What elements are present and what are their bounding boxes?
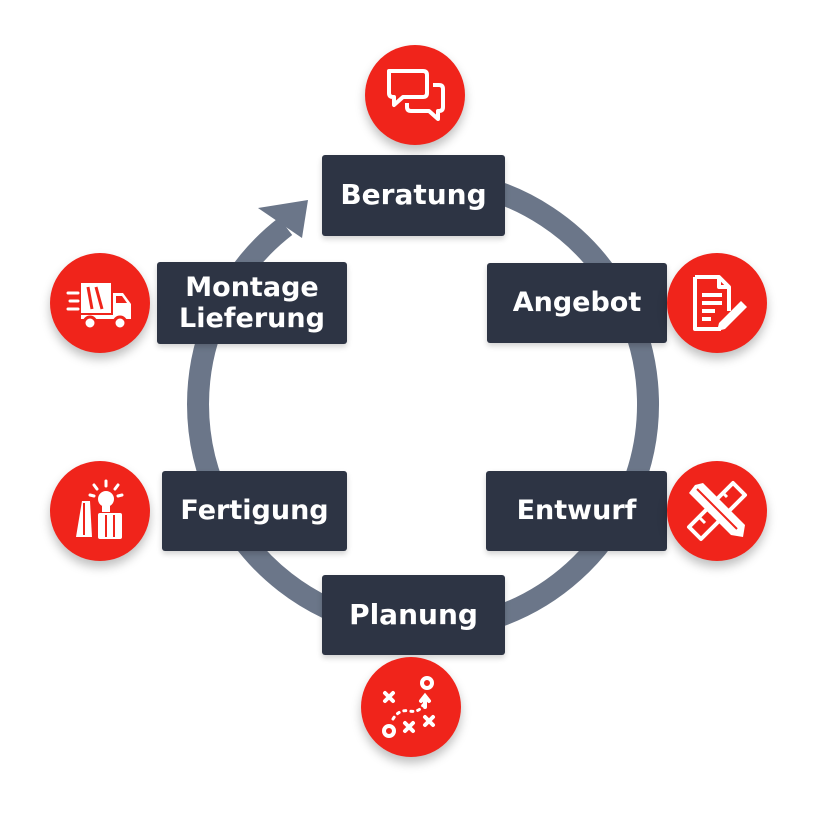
step-fertigung: Fertigung — [162, 471, 347, 551]
step-label-line2: Lieferung — [179, 303, 325, 334]
step-angebot: Angebot — [487, 263, 667, 343]
badge-planung — [361, 657, 461, 757]
step-label-line1: Montage — [185, 271, 319, 303]
step-label: Angebot — [512, 287, 642, 319]
badge-montage-lieferung — [50, 253, 150, 353]
step-entwurf: Entwurf — [486, 471, 667, 551]
badge-angebot — [667, 253, 767, 353]
badge-fertigung — [50, 461, 150, 561]
ruler-pencil-icon — [687, 481, 747, 541]
step-label: Entwurf — [516, 495, 637, 527]
step-beratung: Beratung — [322, 155, 505, 236]
delivery-truck-icon — [66, 283, 131, 331]
step-montage-lieferung: Montage Lieferung — [157, 262, 347, 344]
tools-idea-icon — [76, 479, 124, 539]
step-label: Beratung — [340, 178, 487, 212]
step-label: Planung — [349, 597, 478, 631]
step-planung: Planung — [322, 575, 505, 655]
document-pen-icon — [693, 275, 747, 331]
step-label: Fertigung — [180, 495, 329, 527]
badge-beratung — [365, 45, 465, 145]
badge-entwurf — [667, 461, 767, 561]
strategy-plan-icon — [382, 676, 435, 738]
chat-bubbles-icon — [387, 69, 445, 121]
cycle-arrowhead — [258, 200, 308, 238]
